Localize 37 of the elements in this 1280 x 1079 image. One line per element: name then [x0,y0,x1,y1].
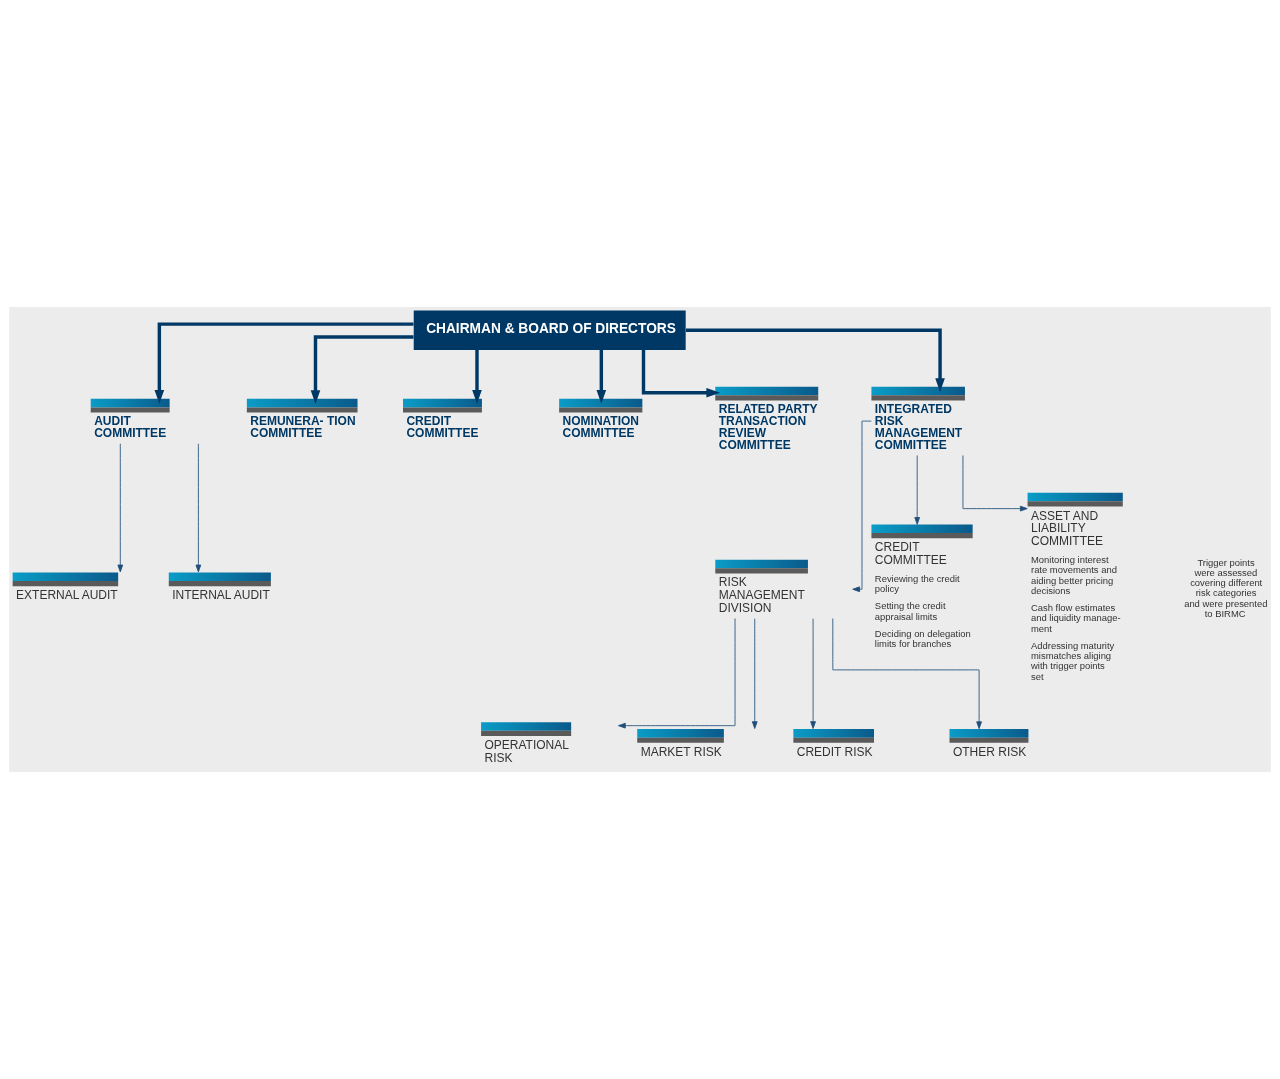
arrow [685,328,945,392]
arrow [117,443,124,573]
node-label: RELATED PARTY TRANSACTION REVIEW COMMITTEE [718,401,818,452]
node-label: OTHER RISK [952,744,1027,759]
node-label: INTEGRATED RISK MANAGEMENT COMMITTEE [874,401,963,452]
arrow [832,618,982,730]
arrow [962,455,1028,512]
node-label: CREDIT COMMITTEE [406,413,479,440]
node-label: MARKET RISK [640,744,722,759]
arrow [596,349,607,404]
arrow [310,335,414,404]
arrow [751,618,758,729]
node-label: Deciding on delegation limits for branches [874,627,971,649]
node-label: NOMINATION COMMITTEE [562,413,640,440]
arrow [195,443,202,573]
node-label: OPERATIONAL RISK [484,738,569,765]
node-label: Setting the credit appraisal limits [874,600,946,622]
node-label: INTERNAL AUDIT [172,588,270,603]
node-label: REMUNERA- TION COMMITTEE [250,413,356,440]
arrow [154,322,414,404]
node-label: CREDIT COMMITTEE [874,540,947,568]
node-label: AUDIT COMMITTEE [94,413,167,440]
arrow [914,455,920,525]
node-label: RISK MANAGEMENT DIVISION [718,575,805,616]
node-box: CHAIRMAN & BOARD OF DIRECTORS [413,310,686,350]
node-label: CREDIT RISK [796,744,873,759]
node-label: Reviewing the credit policy [874,572,960,595]
arrow [641,350,721,398]
node-label: Addressing maturity mismatches aliging with trigger points set [1031,639,1115,682]
node-label: Cash flow estimates and liquidity manage- ment [1031,601,1121,634]
label: Trigger points were assessed covering different risk categories and were presented to BIRMC [1184,556,1268,619]
arrow [472,349,482,404]
node-label: Monitoring interest rate movements and aiding better pricing decisions [1031,553,1117,596]
arrow [618,618,736,729]
arrow [810,618,816,729]
node-label: ASSET AND LIABILITY COMMITTEE [1031,508,1103,549]
node-label: EXTERNAL AUDIT [16,588,118,603]
